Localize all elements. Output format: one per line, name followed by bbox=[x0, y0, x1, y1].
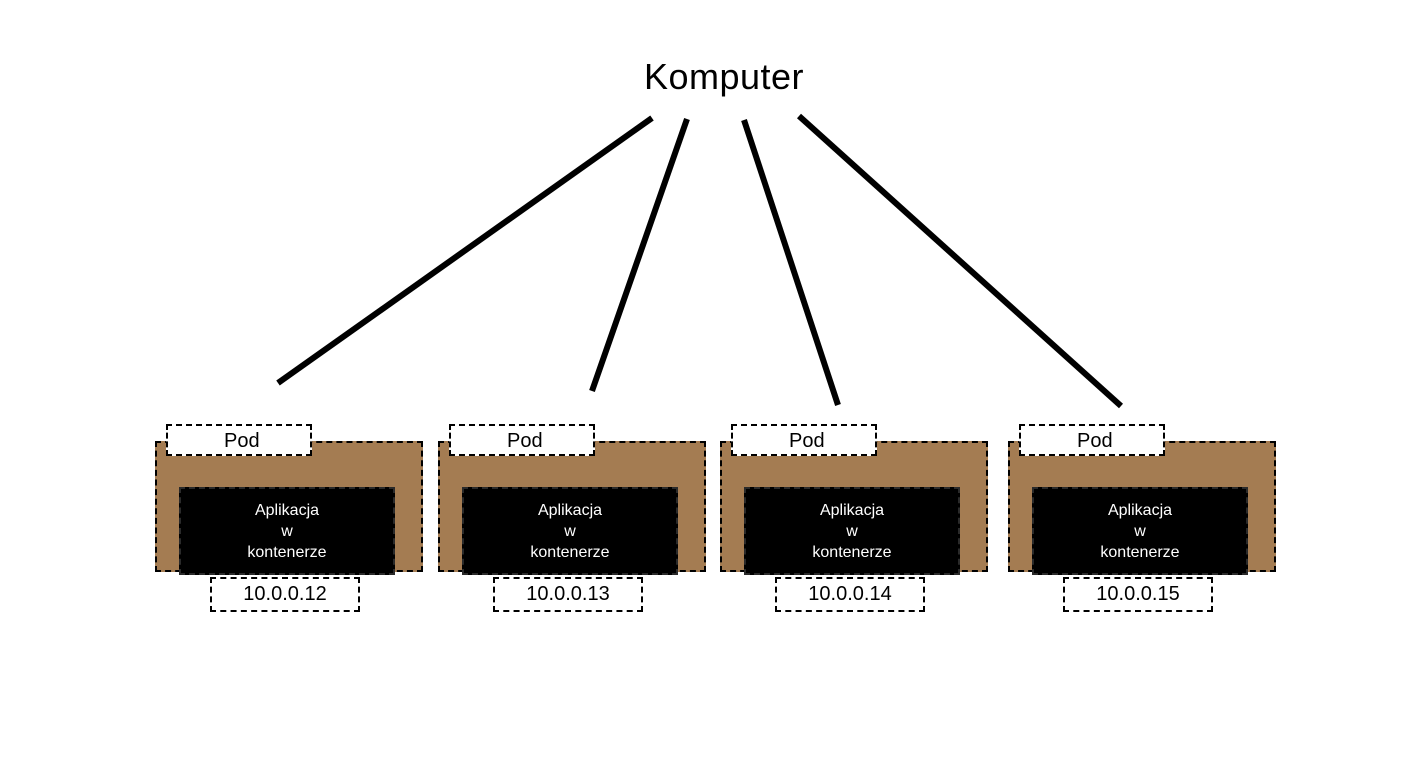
pod-ip: 10.0.0.12 bbox=[210, 577, 360, 612]
pod-2: Aplikacja w kontenerze Pod 10.0.0.13 bbox=[438, 424, 706, 614]
pod-body: Aplikacja w kontenerze bbox=[438, 441, 706, 575]
pod-body: Aplikacja w kontenerze bbox=[720, 441, 988, 575]
computer-title: Komputer bbox=[643, 56, 805, 97]
app-line-2: w bbox=[564, 522, 576, 540]
app-line-1: Aplikacja bbox=[254, 501, 320, 519]
pod-ip: 10.0.0.13 bbox=[493, 577, 643, 612]
app-line-3: kontenerze bbox=[530, 543, 610, 561]
connector-line-pod-3 bbox=[741, 119, 841, 406]
connector-line-pod-1 bbox=[276, 115, 654, 386]
app-container: Aplikacja w kontenerze bbox=[462, 487, 678, 575]
app-line-3: kontenerze bbox=[812, 543, 892, 561]
app-line-1: Aplikacja bbox=[1107, 501, 1173, 519]
pod-ip: 10.0.0.14 bbox=[775, 577, 925, 612]
pod-label: Pod bbox=[731, 424, 877, 456]
connector-line-pod-2 bbox=[589, 118, 690, 392]
pod-label: Pod bbox=[449, 424, 595, 456]
app-line-2: w bbox=[281, 522, 293, 540]
pod-body: Aplikacja w kontenerze bbox=[1008, 441, 1276, 575]
connector-line-pod-4 bbox=[796, 113, 1124, 409]
app-line-1: Aplikacja bbox=[537, 501, 603, 519]
app-line-2: w bbox=[846, 522, 858, 540]
pod-1: Aplikacja w kontenerze Pod 10.0.0.12 bbox=[155, 424, 423, 614]
app-line-2: w bbox=[1134, 522, 1146, 540]
app-container: Aplikacja w kontenerze bbox=[179, 487, 395, 575]
app-line-3: kontenerze bbox=[247, 543, 327, 561]
app-container: Aplikacja w kontenerze bbox=[1032, 487, 1248, 575]
pod-label: Pod bbox=[1019, 424, 1165, 456]
pod-3: Aplikacja w kontenerze Pod 10.0.0.14 bbox=[720, 424, 988, 614]
app-container: Aplikacja w kontenerze bbox=[744, 487, 960, 575]
pod-4: Aplikacja w kontenerze Pod 10.0.0.15 bbox=[1008, 424, 1276, 614]
app-line-3: kontenerze bbox=[1100, 543, 1180, 561]
pod-ip: 10.0.0.15 bbox=[1063, 577, 1213, 612]
pod-label: Pod bbox=[166, 424, 312, 456]
pod-body: Aplikacja w kontenerze bbox=[155, 441, 423, 575]
app-line-1: Aplikacja bbox=[819, 501, 885, 519]
